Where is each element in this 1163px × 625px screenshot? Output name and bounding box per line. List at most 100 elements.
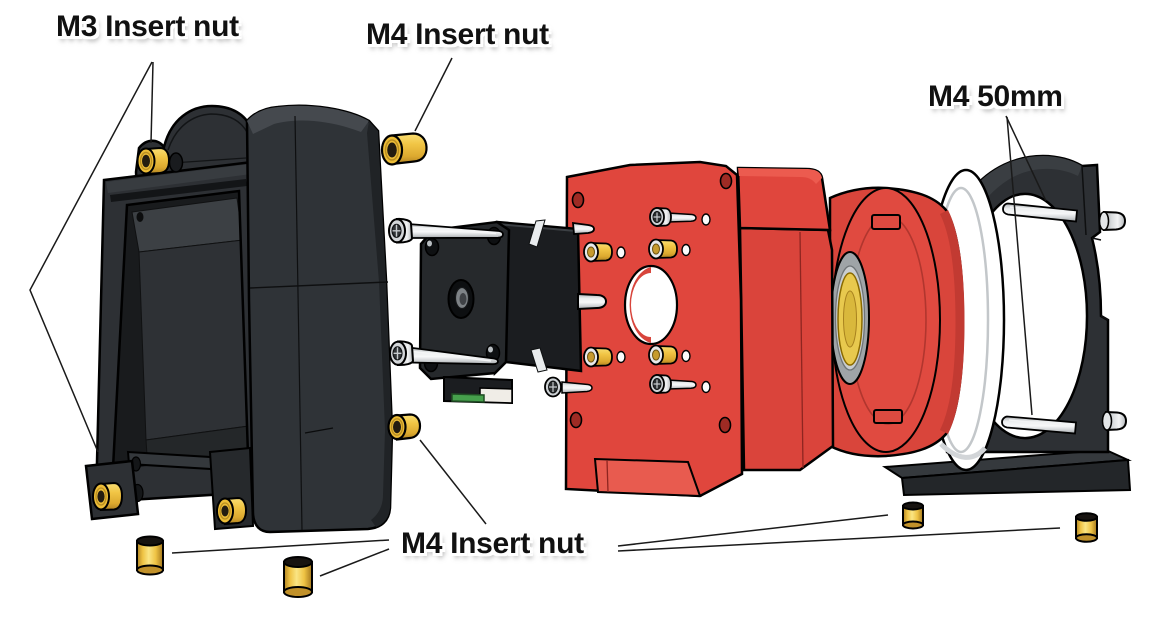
nut-hole [97, 490, 105, 503]
gearbox-body-crease [799, 231, 804, 469]
motor-mount-frame [84, 104, 299, 531]
motor-screw-upper [388, 217, 504, 244]
nut-top [283, 556, 313, 568]
screw-socket-cross [653, 212, 661, 222]
motor-chamfer-slash-top [528, 219, 546, 248]
insert-nut-bracket-right [387, 413, 422, 441]
bearing-stack [830, 251, 870, 385]
bracket-base-front-face [900, 458, 1132, 497]
nut-bottom [902, 520, 924, 530]
plate-small-hole [701, 213, 711, 226]
frame-interior-panel [138, 239, 250, 441]
screw-rod [667, 379, 697, 390]
screw-head [1103, 210, 1127, 232]
nut-hole [221, 505, 229, 517]
leader-bottom-right-1 [617, 514, 889, 547]
frame-rail-top-face [106, 164, 251, 193]
frame-rail-shadow [110, 179, 247, 202]
motor-shaft [544, 221, 608, 398]
insert-nut-standing-3 [902, 501, 924, 530]
frame-lug-insert-nut [136, 146, 171, 176]
leader-lines [29, 57, 1061, 577]
front-motor-bracket [245, 104, 394, 534]
insert-nut-m4-top [380, 132, 428, 166]
callout-m4-insert-nut-top: M4 Insert nut [366, 18, 549, 51]
motor-pcb-strip [451, 393, 485, 403]
nut-washer-hole [652, 349, 660, 361]
lower-left-plate-screw [544, 376, 593, 398]
motor-mount-screws [388, 217, 504, 367]
plate-insert-nut-ul [583, 241, 626, 263]
plate-insert-nut-ur [648, 238, 691, 260]
plate-hole-tr [719, 172, 733, 190]
nut-hole [142, 154, 150, 168]
retaining-ring-shade [939, 442, 987, 460]
plate-hole-tl [571, 191, 585, 209]
motor-screw-lower [389, 340, 499, 367]
plate-insert-nut-ll [583, 346, 626, 368]
nut-cap-ring [384, 139, 400, 161]
ring-bracket-step-seam [1091, 237, 1109, 321]
gearbox-plate-notch-step [606, 459, 609, 493]
screw-head-cap [1101, 411, 1113, 431]
screw-rod-glint [411, 226, 497, 235]
screw-socket-cross [393, 347, 402, 360]
plate-screw-upper [649, 207, 711, 227]
callout-m4-insert-nut-bottom: M4 Insert nut [401, 527, 584, 560]
frame-lug-hole [168, 152, 184, 173]
bracket-block-top-face [247, 105, 369, 134]
bracket-base [881, 448, 1132, 497]
plate-insert-nut-lr [648, 344, 691, 366]
plate-small-hole [681, 349, 691, 363]
ring-bracket-top-highlight [972, 156, 1082, 214]
screw-rod-glint [412, 350, 492, 362]
upper-left-screw-rod [572, 221, 595, 235]
screw-rod [667, 212, 697, 223]
nut-washer-hole [587, 246, 595, 258]
callout-m4-50mm: M4 50mm [928, 80, 1063, 113]
m4-50mm-screws [1001, 202, 1128, 435]
nut-cap-ring [390, 418, 404, 436]
motor-corner-hole [424, 237, 440, 257]
gearbox-plate-notch [593, 457, 702, 498]
drum-tab-bottom [873, 409, 903, 424]
nut-washer-hole [587, 351, 595, 363]
leader-m4-50mm-top [1005, 115, 1047, 202]
nut-washer-hole [652, 243, 660, 255]
gearbox-body [736, 166, 835, 472]
screw-rod [561, 381, 593, 394]
frame-corner-insert-nut [216, 496, 248, 526]
frame-interior-hole [136, 212, 144, 222]
bracket-block-seam-v [294, 115, 303, 531]
leader-bottom-from-bracket-nut [419, 439, 487, 525]
screw-head-cap [1098, 211, 1110, 231]
drum-tab-top [871, 214, 901, 230]
bearing-gear-core [843, 290, 857, 348]
output-drum [828, 186, 965, 458]
motor-chamfer-slash-bottom [530, 347, 548, 373]
motor-corner-hole-glint [427, 240, 432, 247]
floating-insert-nuts [136, 132, 1098, 598]
insert-nut-standing-4 [1075, 512, 1098, 543]
plate-small-hole [701, 380, 711, 394]
gearbox-body-main [738, 226, 835, 472]
motor-shaft-core [459, 293, 467, 305]
m4-50mm-screw-top [1002, 202, 1127, 232]
screw-socket-cross [549, 382, 557, 392]
plate-hole-bl [569, 411, 583, 429]
drum-right-shade [939, 209, 965, 435]
callout-m3-insert-nut: M3 Insert nut [56, 10, 239, 43]
bracket-block-seam-h [249, 281, 389, 289]
motor-connector-shell [479, 387, 513, 404]
plate-screw-lower [649, 374, 711, 394]
m4-50mm-screw-bottom [1001, 410, 1128, 435]
leader-bottom-right-2 [617, 527, 1061, 552]
leader-m4-top [414, 57, 453, 132]
nut-cap-ring [139, 151, 153, 171]
bracket-block-right-shade [367, 121, 392, 527]
screw-rod-glint [1008, 419, 1072, 427]
frame-foot-insert-nut [92, 481, 124, 512]
nut-top [1075, 512, 1098, 522]
